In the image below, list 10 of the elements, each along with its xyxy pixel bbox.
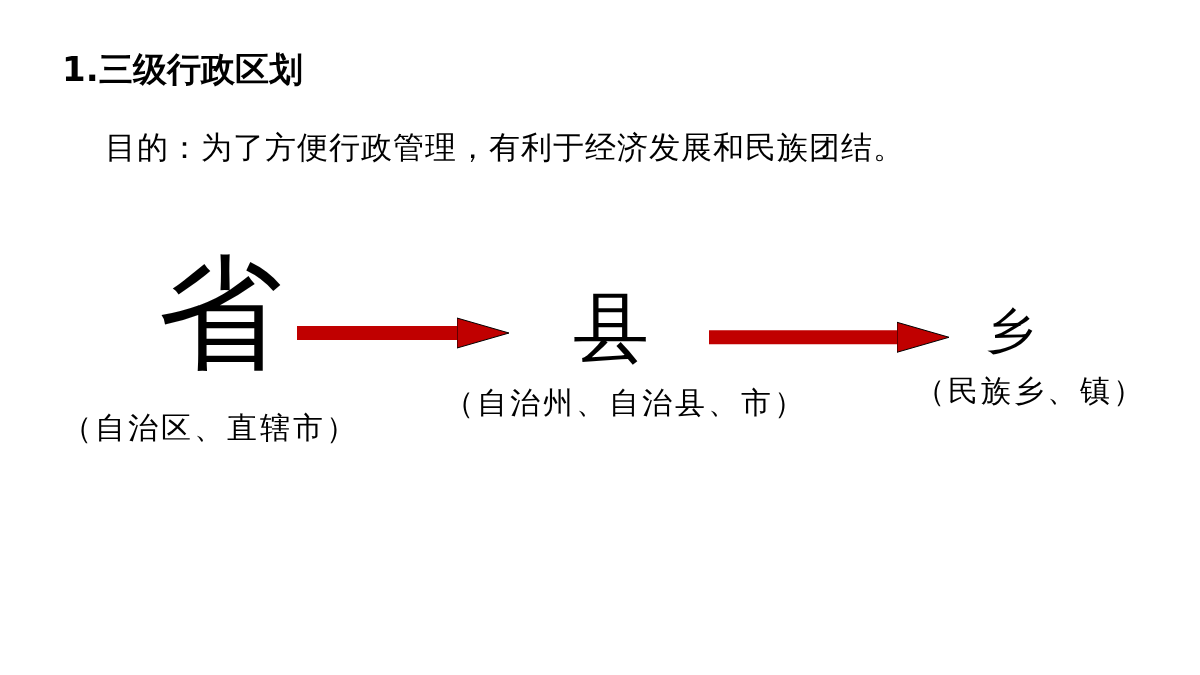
- level-character: 县: [515, 285, 707, 370]
- arrow: [297, 317, 510, 349]
- purpose-text: 目的：为了方便行政管理，有利于经济发展和民族团结。: [105, 128, 905, 167]
- level-character: 省: [145, 245, 295, 380]
- level-character: 乡: [955, 300, 1065, 360]
- subtype-note: （自治州、自治县、市）: [442, 384, 808, 422]
- title: 1.三级行政区划: [62, 48, 303, 91]
- arrow: [709, 321, 950, 353]
- subtype-note: （自治区、直辖市）: [60, 409, 360, 447]
- subtype-note: （民族乡、镇）: [913, 372, 1147, 410]
